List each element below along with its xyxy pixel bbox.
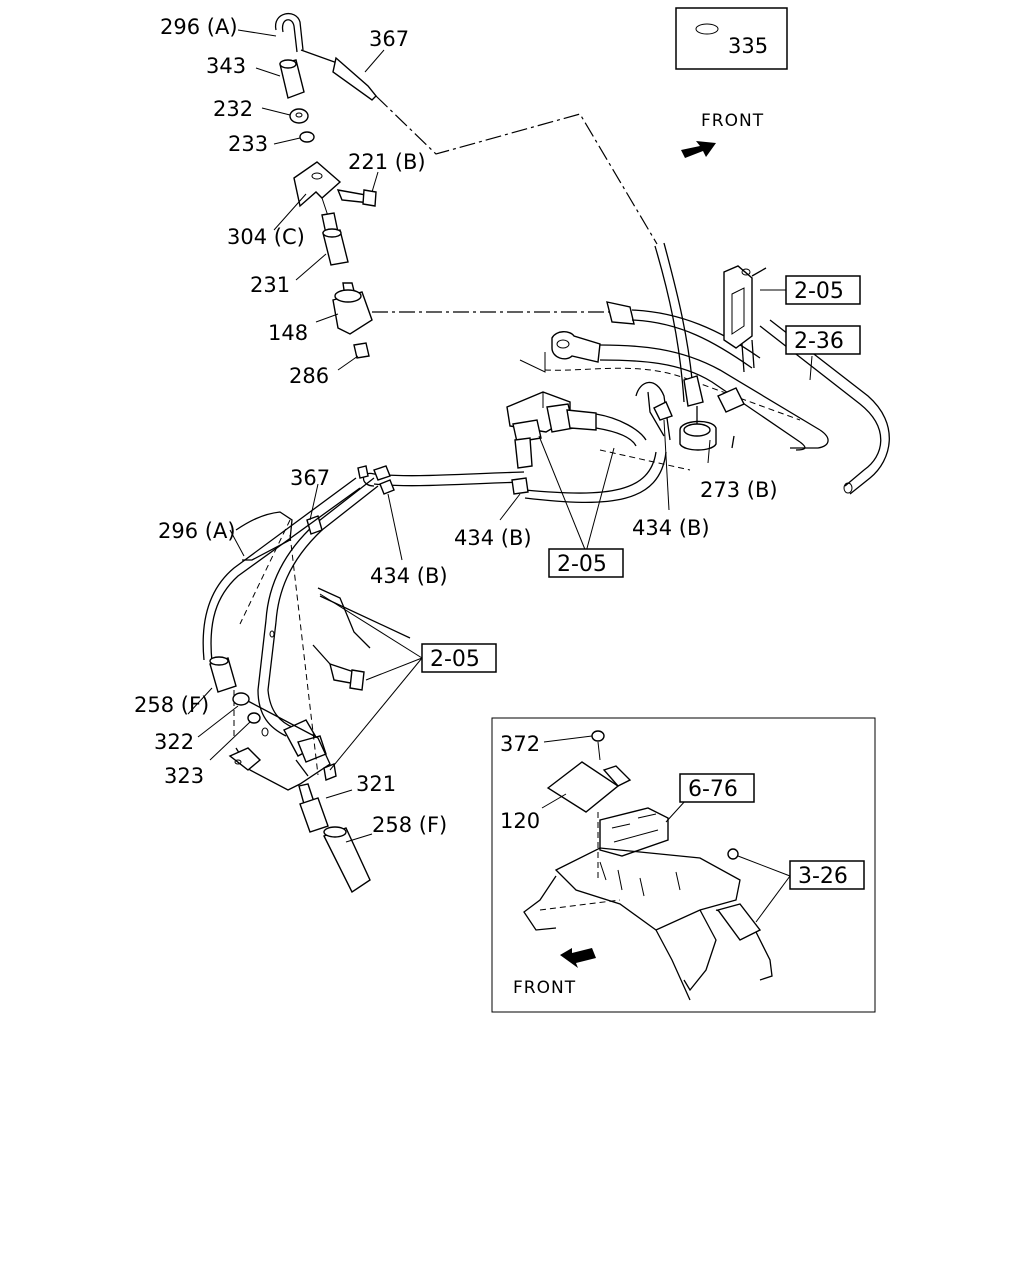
callout-233: 233 bbox=[228, 132, 268, 156]
callout-258f-1: 258 (F) bbox=[134, 693, 209, 717]
callout-321: 321 bbox=[356, 772, 396, 796]
callout-434b-2: 434 (B) bbox=[632, 516, 710, 540]
front-arrow-top: FRONT bbox=[681, 111, 764, 158]
callout-323: 323 bbox=[164, 764, 204, 788]
callout-232: 232 bbox=[213, 97, 253, 121]
fittings-stack bbox=[279, 59, 377, 359]
upper-cable-assembly bbox=[275, 12, 695, 403]
callout-343: 343 bbox=[206, 54, 246, 78]
callout-221b: 221 (B) bbox=[348, 150, 426, 174]
reference-boxes: 2-05 2-36 2-05 2-05 6-76 3-26 bbox=[421, 275, 865, 890]
callout-434b-1: 434 (B) bbox=[454, 526, 532, 550]
ref-2-36: 2-36 bbox=[794, 329, 844, 354]
ref-2-05-middle: 2-05 bbox=[557, 552, 607, 577]
callout-296a-bottom: 296 (A) bbox=[158, 519, 236, 543]
legend-part-335: 335 bbox=[728, 34, 768, 58]
callout-296a-top: 296 (A) bbox=[160, 15, 238, 39]
callout-434b-3: 434 (B) bbox=[370, 564, 448, 588]
callout-372: 372 bbox=[500, 732, 540, 756]
callout-304c: 304 (C) bbox=[227, 225, 305, 249]
shifter-assembly bbox=[372, 265, 890, 495]
callout-286: 286 bbox=[289, 364, 329, 388]
front-label-top: FRONT bbox=[701, 111, 764, 131]
inset-box: FRONT bbox=[491, 717, 876, 1013]
ref-2-05-top: 2-05 bbox=[794, 279, 844, 304]
front-label-inset: FRONT bbox=[513, 978, 576, 998]
callout-258f-2: 258 (F) bbox=[372, 813, 447, 837]
callout-120: 120 bbox=[500, 809, 540, 833]
callout-322: 322 bbox=[154, 730, 194, 754]
legend-box-335: 335 bbox=[675, 7, 788, 70]
lower-cable-assembly bbox=[202, 451, 667, 777]
ref-3-26: 3-26 bbox=[798, 864, 848, 889]
front-arrow-icon bbox=[560, 948, 596, 968]
ref-2-05-lower: 2-05 bbox=[430, 647, 480, 672]
callout-367-bottom: 367 bbox=[290, 466, 330, 490]
callouts: 296 (A) 367 343 232 233 221 (B) 304 (C) … bbox=[134, 15, 778, 837]
ref-6-76: 6-76 bbox=[688, 777, 738, 802]
callout-148: 148 bbox=[268, 321, 308, 345]
leader-lines bbox=[187, 29, 813, 923]
lower-bracket bbox=[228, 511, 411, 791]
callout-273b: 273 (B) bbox=[700, 478, 778, 502]
callout-231: 231 bbox=[250, 273, 290, 297]
front-arrow-icon bbox=[681, 141, 716, 158]
lower-fittings bbox=[209, 656, 371, 894]
callout-367-top: 367 bbox=[369, 27, 409, 51]
